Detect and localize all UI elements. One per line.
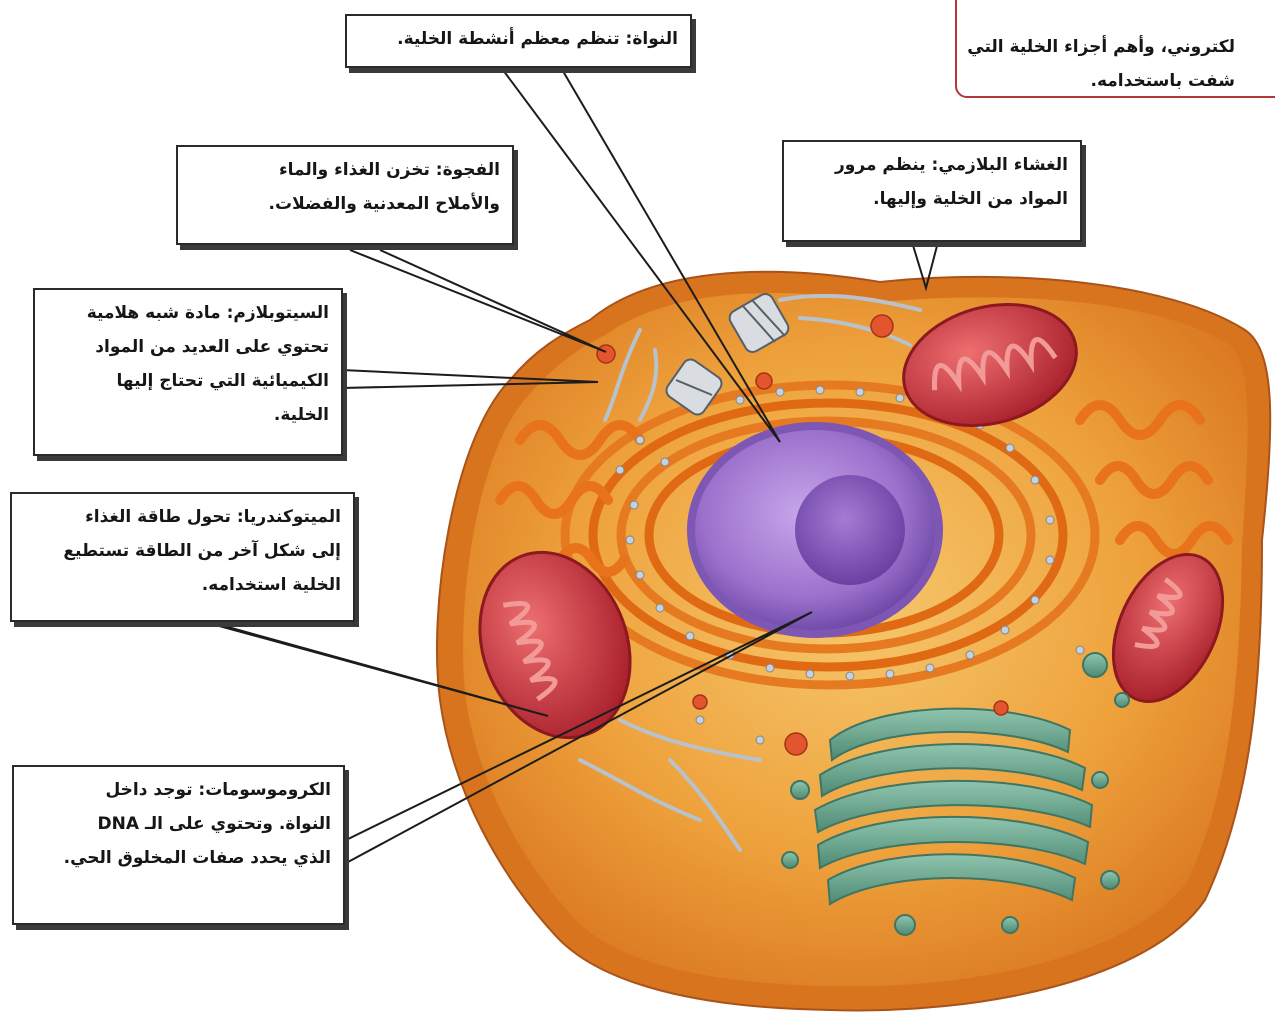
label-vacuole: الفجوة: تخزن الغذاء والماء والأملاح المع…	[176, 145, 514, 245]
label-cytoplasm-line-1: السيتوبلازم: مادة شبه هلامية	[47, 296, 329, 330]
label-chromosomes-line-1: الكروموسومات: توجد داخل	[26, 773, 331, 807]
label-mitochondria-line-3: الخلية استخدامه.	[24, 568, 341, 602]
label-mitochondria-line-1: الميتوكندريا: تحول طاقة الغذاء	[24, 500, 341, 534]
label-cytoplasm-line-2: تحتوي على العديد من المواد	[47, 330, 329, 364]
side-note-line-2: شفت باستخدامه.	[967, 64, 1235, 98]
label-membrane-line-1: الغشاء البلازمي: ينظم مرور	[796, 148, 1068, 182]
label-nucleus-text: النواة: تنظم معظم أنشطة الخلية.	[359, 22, 678, 56]
label-mitochondria-line-2: إلى شكل آخر من الطاقة تستطيع	[24, 534, 341, 568]
side-note-line-1: لكتروني، وأهم أجزاء الخلية التي	[967, 30, 1235, 64]
label-mitochondria: الميتوكندريا: تحول طاقة الغذاء إلى شكل آ…	[10, 492, 355, 622]
label-vacuole-line-2: والأملاح المعدنية والفضلات.	[190, 187, 500, 221]
label-chromosomes-line-2: النواة. وتحتوي على الـ DNA	[26, 807, 331, 841]
nucleolus	[795, 475, 905, 585]
label-membrane-line-2: المواد من الخلية وإليها.	[796, 182, 1068, 216]
nucleus	[687, 422, 943, 638]
label-cytoplasm: السيتوبلازم: مادة شبه هلامية تحتوي على ا…	[33, 288, 343, 456]
label-cytoplasm-line-3: الكيميائية التي تحتاج إليها	[47, 364, 329, 398]
side-note: لكتروني، وأهم أجزاء الخلية التي شفت باست…	[955, 0, 1275, 98]
label-nucleus: النواة: تنظم معظم أنشطة الخلية.	[345, 14, 692, 68]
label-chromosomes-line-3: الذي يحدد صفات المخلوق الحي.	[26, 841, 331, 875]
label-chromosomes: الكروموسومات: توجد داخل النواة. وتحتوي ع…	[12, 765, 345, 925]
leader-vacuole	[350, 250, 606, 352]
label-vacuole-line-1: الفجوة: تخزن الغذاء والماء	[190, 153, 500, 187]
label-cytoplasm-line-4: الخلية.	[47, 398, 329, 432]
label-membrane: الغشاء البلازمي: ينظم مرور المواد من الخ…	[782, 140, 1082, 242]
